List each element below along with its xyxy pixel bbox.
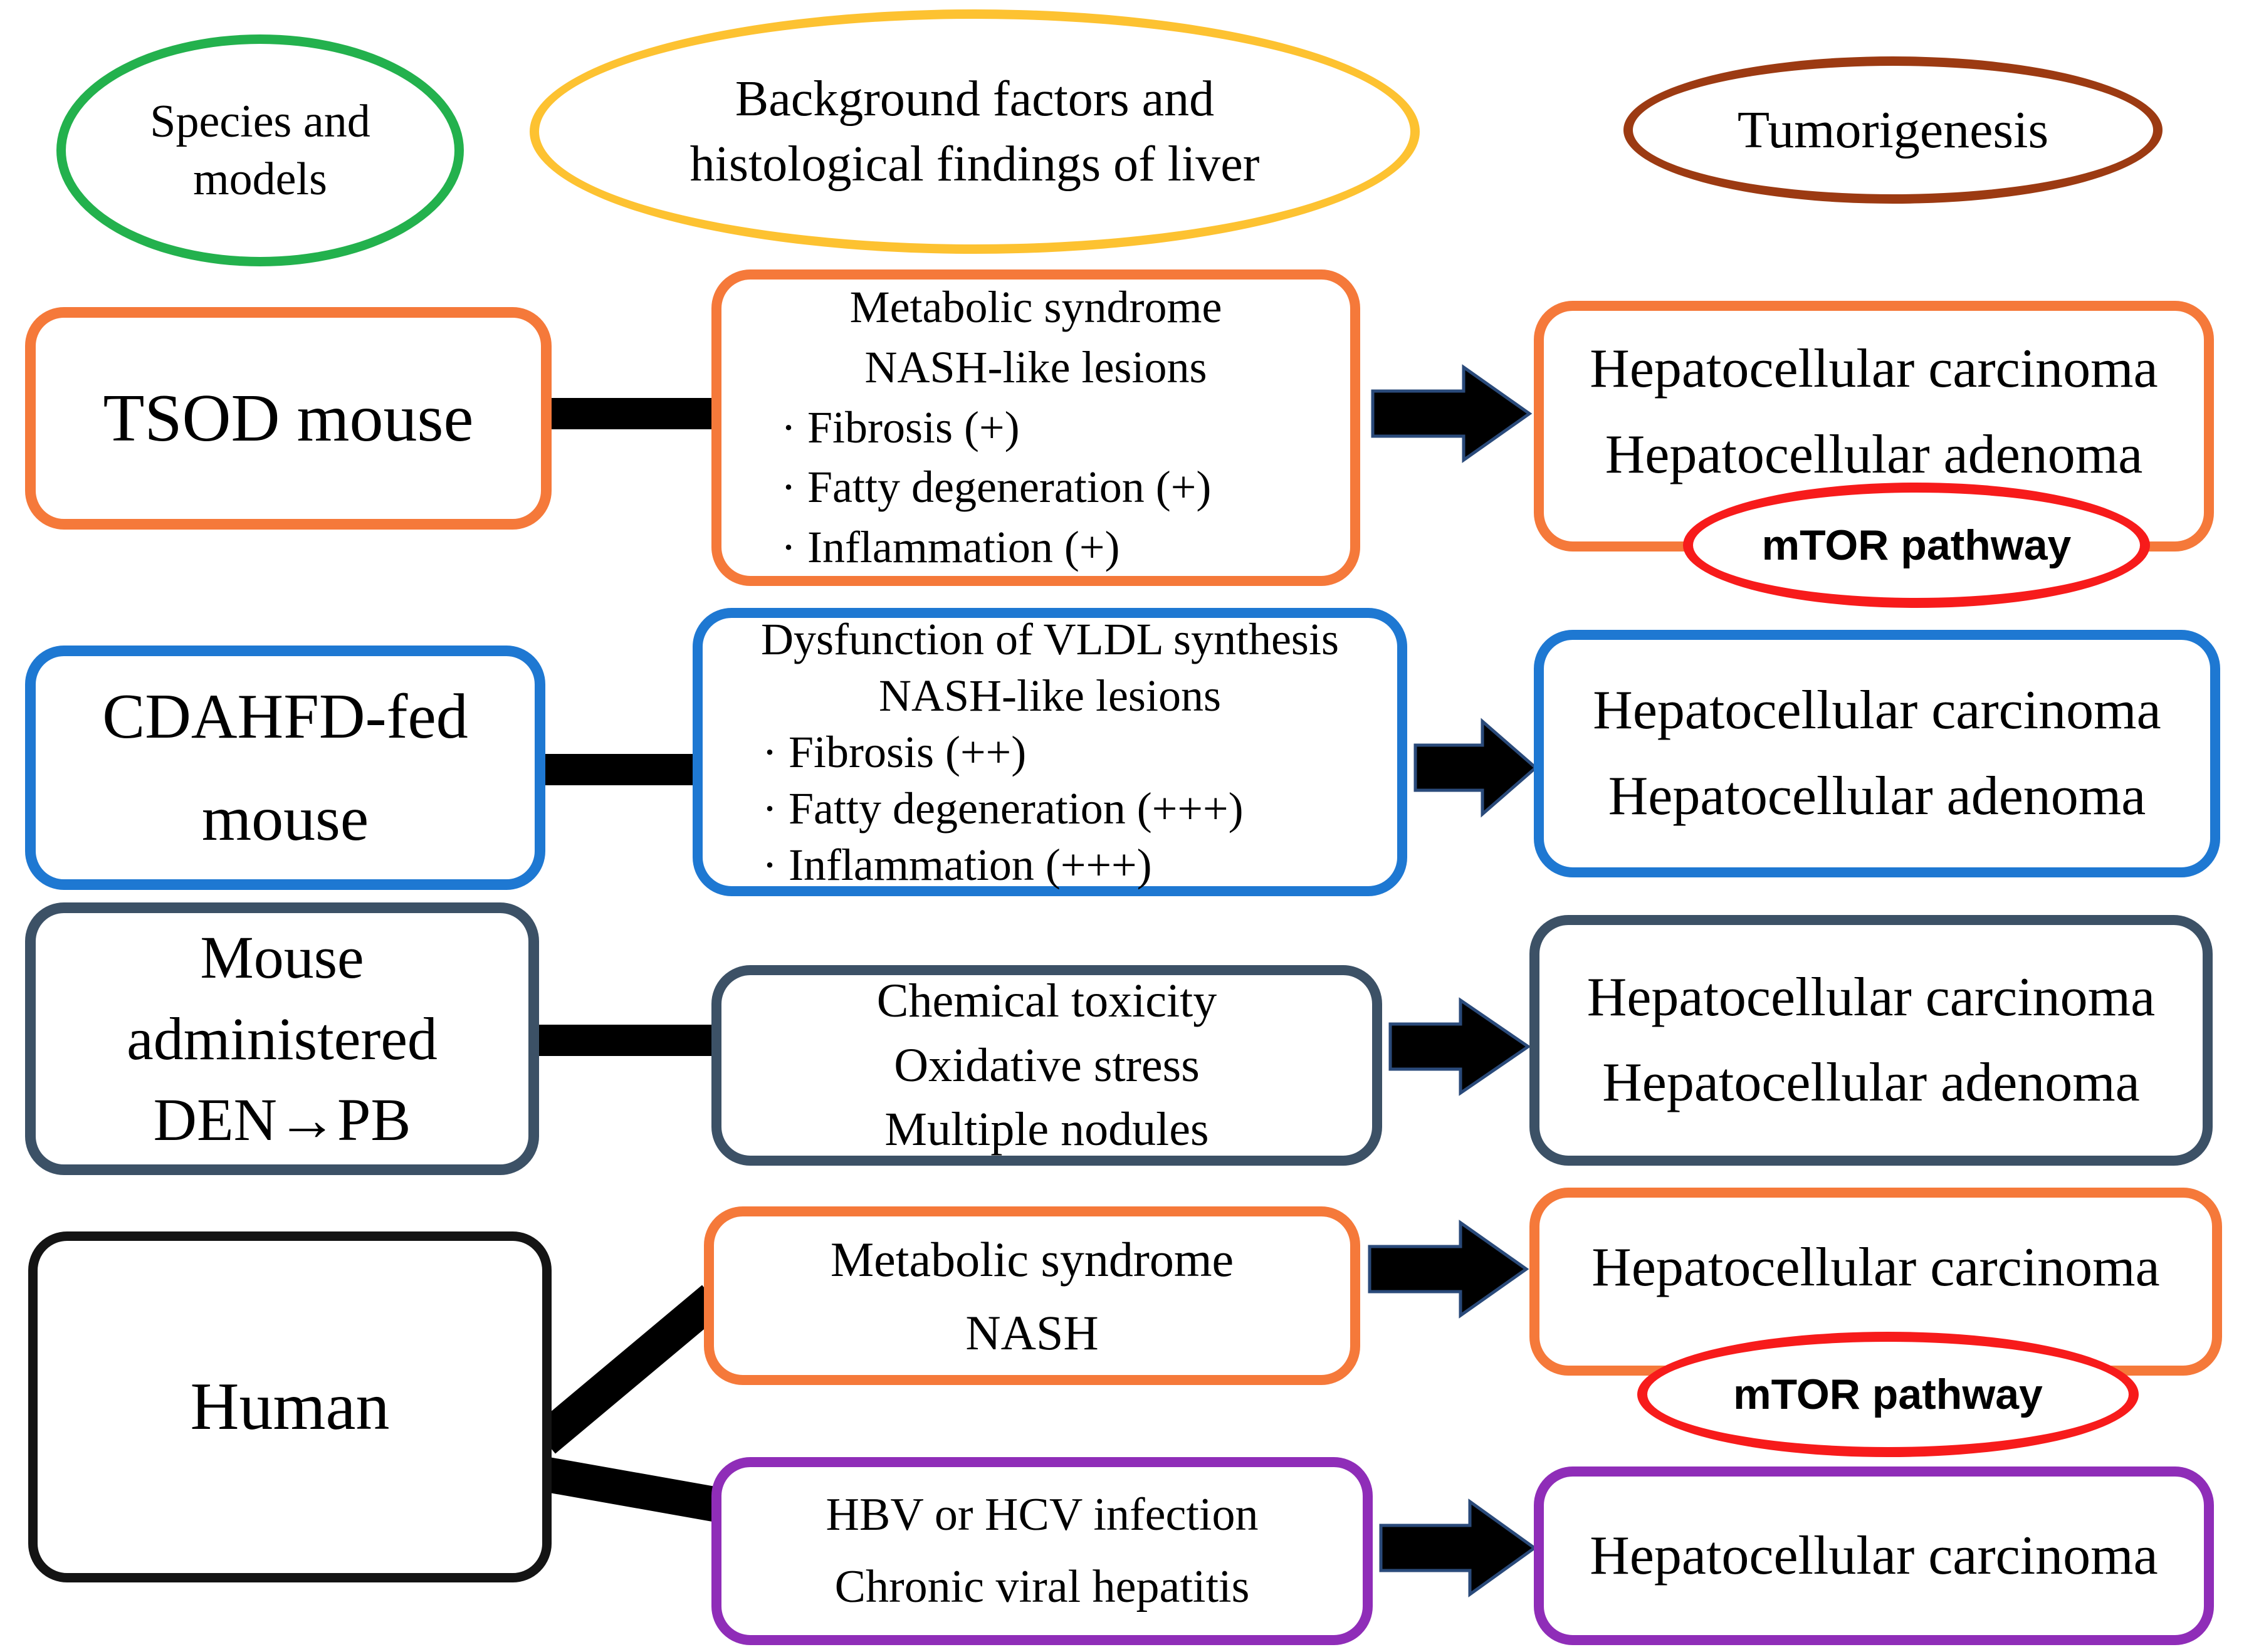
mtor-pathway-label: mTOR pathway (1761, 521, 2072, 569)
arrow-nash-outcome (1368, 1220, 1529, 1319)
header-background-factors-ellipse: Background factors and histological find… (530, 9, 1420, 254)
findings-text-human-viral: HBV or HCV infection Chronic viral hepat… (826, 1489, 1259, 1613)
findings-box-human-nash: Metabolic syndrome NASH (704, 1206, 1360, 1385)
findings-bullet-line: · Fibrosis (++) (762, 727, 1027, 777)
arrow-viral-outcome (1379, 1498, 1538, 1597)
findings-title-line: Metabolic syndrome (849, 282, 1222, 333)
mtor-pathway-badge-human: mTOR pathway (1637, 1332, 2139, 1457)
model-box-human: Human (28, 1231, 552, 1582)
model-box-tsod-mouse: TSOD mouse (25, 307, 552, 530)
findings-bullet-line: · Inflammation (+) (781, 522, 1120, 573)
findings-bullet-line: · Fatty degeneration (+) (781, 462, 1212, 513)
header-tumorigenesis-label: Tumorigenesis (1737, 101, 2049, 159)
header-species-models-label: Species and models (150, 95, 370, 206)
findings-text-den-pb: Chemical toxicity Oxidative stress Multi… (876, 975, 1217, 1156)
outcome-text-den-pb: Hepatocellular carcinoma Hepatocellular … (1586, 966, 2156, 1113)
model-label-tsod: TSOD mouse (103, 380, 474, 456)
findings-title-line: NASH-like lesions (879, 671, 1221, 721)
outcome-box-den-pb: Hepatocellular carcinoma Hepatocellular … (1529, 915, 2213, 1166)
outcome-box-human-nash: Hepatocellular carcinoma (1529, 1188, 2222, 1376)
outcome-text-human-nash: Hepatocellular carcinoma (1591, 1237, 2160, 1298)
arrow-tsod-outcome (1371, 364, 1533, 463)
header-background-factors-label: Background factors and histological find… (689, 71, 1260, 192)
findings-bullet-line: · Fibrosis (+) (781, 402, 1020, 452)
findings-box-human-viral: HBV or HCV infection Chronic viral hepat… (711, 1457, 1373, 1645)
model-label-den-pb: Mouse administered DEN→PB (127, 924, 438, 1154)
connector-human-viral-line (541, 1456, 724, 1523)
header-tumorigenesis-ellipse: Tumorigenesis (1623, 56, 2163, 204)
findings-title-line: Dysfunction of VLDL synthesis (761, 614, 1339, 664)
outcome-box-human-viral: Hepatocellular carcinoma (1534, 1466, 2214, 1645)
arrow-cdahfd-outcome (1413, 718, 1538, 818)
model-box-den-pb-mouse: Mouse administered DEN→PB (25, 902, 539, 1175)
outcome-text-cdahfd: Hepatocellular carcinoma Hepatocellular … (1593, 680, 2161, 827)
findings-lines-tsod: Metabolic syndrome NASH-like lesions · F… (721, 278, 1350, 578)
findings-title-line: NASH-like lesions (864, 342, 1207, 392)
findings-bullet-line: · Inflammation (+++) (762, 840, 1152, 890)
header-species-models-ellipse: Species and models (56, 34, 464, 266)
outcome-text-tsod: Hepatocellular carcinoma Hepatocellular … (1590, 338, 2158, 485)
connector-human-nash-line (533, 1285, 725, 1454)
findings-box-tsod: Metabolic syndrome NASH-like lesions · F… (711, 269, 1360, 586)
model-box-cdahfd-mouse: CDAHFD-fed mouse (25, 646, 545, 890)
outcome-box-cdahfd: Hepatocellular carcinoma Hepatocellular … (1534, 630, 2220, 877)
mtor-pathway-badge-tsod: mTOR pathway (1683, 483, 2150, 608)
findings-lines-cdahfd: Dysfunction of VLDL synthesis NASH-like … (703, 611, 1397, 893)
findings-text-human-nash: Metabolic syndrome NASH (830, 1231, 1234, 1360)
model-label-human: Human (190, 1369, 390, 1444)
model-label-cdahfd: CDAHFD-fed mouse (102, 681, 468, 854)
outcome-text-human-viral: Hepatocellular carcinoma (1590, 1525, 2158, 1586)
findings-box-den-pb: Chemical toxicity Oxidative stress Multi… (711, 965, 1382, 1166)
arrow-den-outcome (1388, 997, 1531, 1096)
findings-bullet-line: · Fatty degeneration (+++) (762, 783, 1244, 834)
mtor-pathway-label: mTOR pathway (1733, 1371, 2043, 1418)
findings-box-cdahfd: Dysfunction of VLDL synthesis NASH-like … (693, 608, 1407, 896)
